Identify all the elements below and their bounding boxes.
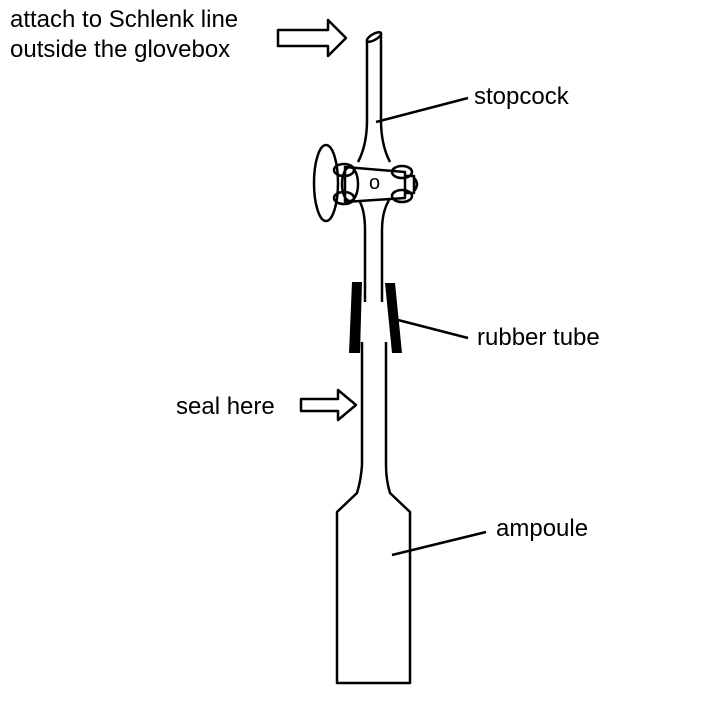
seal-arrow-icon <box>299 388 358 422</box>
seal-here-label: seal here <box>176 393 275 420</box>
stopcock-barrel <box>343 165 407 204</box>
stopcock-knob <box>312 143 340 223</box>
rubber-tube-left <box>349 282 362 353</box>
stopcock-hole-mark: o <box>369 172 381 194</box>
ampoule-label: ampoule <box>496 515 589 542</box>
rubber-tube-right <box>385 283 402 353</box>
top-tube <box>356 34 392 163</box>
lower-stem <box>358 199 391 302</box>
stopcock-leader <box>375 96 469 124</box>
attach-arrow-icon <box>276 18 348 58</box>
rubber-tube-label: rubber tube <box>477 324 600 351</box>
ampoule-leader <box>391 530 487 557</box>
attach-label-line1: attach to Schlenk line <box>10 6 239 33</box>
stopcock-label: stopcock <box>474 83 569 110</box>
attach-label-line2: outside the glovebox <box>10 36 231 63</box>
ampoule-neck <box>335 342 412 685</box>
rubber-tube-leader <box>397 318 469 340</box>
